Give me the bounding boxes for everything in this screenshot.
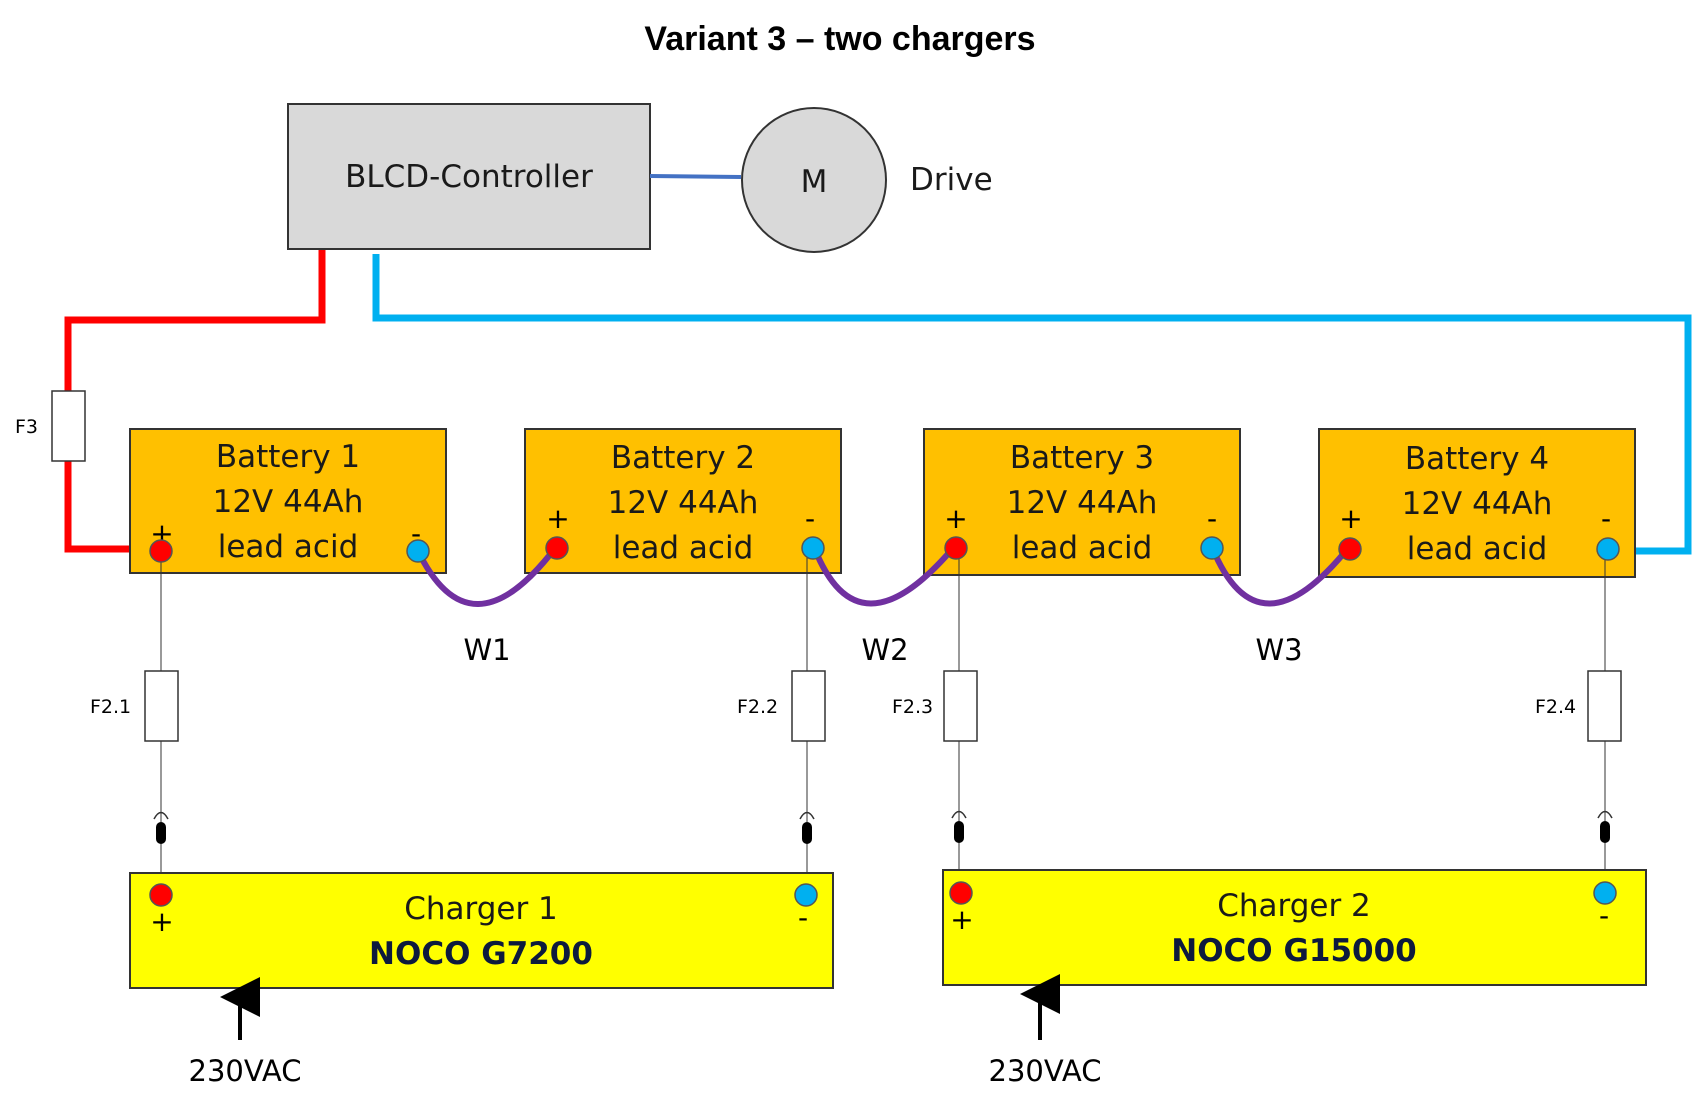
battery-1-type: lead acid xyxy=(218,529,359,565)
charger-1-input-label: 230VAC xyxy=(189,1054,302,1088)
battery-3: Battery 3 12V 44Ah lead acid xyxy=(923,428,1241,576)
charger-1-model: NOCO G7200 xyxy=(369,936,593,972)
charger-2: Charger 2 NOCO G15000 xyxy=(942,869,1647,986)
fuse-f3 xyxy=(51,390,86,462)
battery-4-name: Battery 4 xyxy=(1405,441,1549,477)
fuse-f22-label: F2.2 xyxy=(737,696,778,718)
battery-2-type: lead acid xyxy=(613,530,754,566)
battery-4-spec: 12V 44Ah xyxy=(1402,486,1553,522)
motor: M xyxy=(741,107,887,253)
battery-4-type: lead acid xyxy=(1407,531,1548,567)
battery-2-name: Battery 2 xyxy=(611,440,755,476)
charger-1-minus-label: - xyxy=(798,901,808,934)
diagram-title: Variant 3 – two chargers xyxy=(644,20,1035,58)
battery-4-minus-terminal xyxy=(1596,537,1620,561)
fuse-f23 xyxy=(943,670,978,742)
battery-2-minus-label: - xyxy=(805,502,815,535)
charger-1-minus-terminal xyxy=(794,883,818,907)
motor-symbol: M xyxy=(801,164,828,200)
motor-link-wire xyxy=(649,174,742,179)
battery-4-minus-label: - xyxy=(1601,502,1611,535)
link-wire-w2 xyxy=(811,545,957,607)
connector-1 xyxy=(153,811,169,844)
battery-3-name: Battery 3 xyxy=(1010,440,1154,476)
charger-2-minus-terminal xyxy=(1593,881,1617,905)
fuse-f23-label: F2.3 xyxy=(892,696,933,718)
main-positive-wire xyxy=(64,250,326,553)
fuse-f21 xyxy=(144,670,179,742)
charger-1: Charger 1 NOCO G7200 xyxy=(129,872,834,989)
battery-2-plus-label: + xyxy=(546,502,569,535)
battery-1-minus-label: - xyxy=(411,517,421,550)
fuse-f24 xyxy=(1587,670,1622,742)
battery-1-name: Battery 1 xyxy=(216,439,360,475)
battery-1: Battery 1 12V 44Ah lead acid xyxy=(129,428,447,574)
charger-1-plus-label: + xyxy=(150,905,173,938)
battery-1-spec: 12V 44Ah xyxy=(213,484,364,520)
charger-2-input-label: 230VAC xyxy=(989,1054,1102,1088)
charger-2-minus-label: - xyxy=(1599,899,1609,932)
battery-2-spec: 12V 44Ah xyxy=(608,485,759,521)
battery-1-minus-terminal xyxy=(406,539,430,563)
battery-4: Battery 4 12V 44Ah lead acid xyxy=(1318,428,1636,578)
link-label-w2: W2 xyxy=(861,633,908,667)
battery-2: Battery 2 12V 44Ah lead acid xyxy=(524,428,842,574)
charger-2-plus-label: + xyxy=(950,903,973,936)
battery-3-spec: 12V 44Ah xyxy=(1007,485,1158,521)
controller-label: BLCD-Controller xyxy=(345,159,593,195)
battery-3-plus-label: + xyxy=(944,502,967,535)
controller-block: BLCD-Controller xyxy=(287,103,651,250)
fuse-f24-label: F2.4 xyxy=(1535,696,1576,718)
battery-1-plus-terminal xyxy=(149,539,173,563)
battery-3-plus-terminal xyxy=(944,536,968,560)
battery-2-minus-terminal xyxy=(801,536,825,560)
connector-4 xyxy=(1597,810,1613,843)
battery-3-minus-terminal xyxy=(1200,536,1224,560)
battery-2-plus-terminal xyxy=(545,536,569,560)
fuse-f22 xyxy=(791,670,826,742)
link-label-w3: W3 xyxy=(1255,633,1302,667)
charger-2-plus-terminal xyxy=(949,881,973,905)
battery-4-plus-terminal xyxy=(1338,537,1362,561)
connector-3 xyxy=(951,810,967,843)
battery-4-plus-label: + xyxy=(1339,502,1362,535)
link-wire-w3 xyxy=(1209,545,1352,607)
main-negative-wire xyxy=(372,254,1692,555)
motor-label: Drive xyxy=(910,162,993,198)
fuse-f3-label: F3 xyxy=(15,416,38,438)
charger-1-plus-terminal xyxy=(149,883,173,907)
charger-1-name: Charger 1 xyxy=(404,891,558,927)
connector-2 xyxy=(799,811,815,844)
fuse-f21-label: F2.1 xyxy=(90,696,131,718)
charger-2-name: Charger 2 xyxy=(1217,888,1371,924)
charger-2-model: NOCO G15000 xyxy=(1171,933,1417,969)
battery-3-minus-label: - xyxy=(1207,502,1217,535)
link-label-w1: W1 xyxy=(463,633,510,667)
battery-3-type: lead acid xyxy=(1012,530,1153,566)
link-wire-w1 xyxy=(414,545,559,607)
